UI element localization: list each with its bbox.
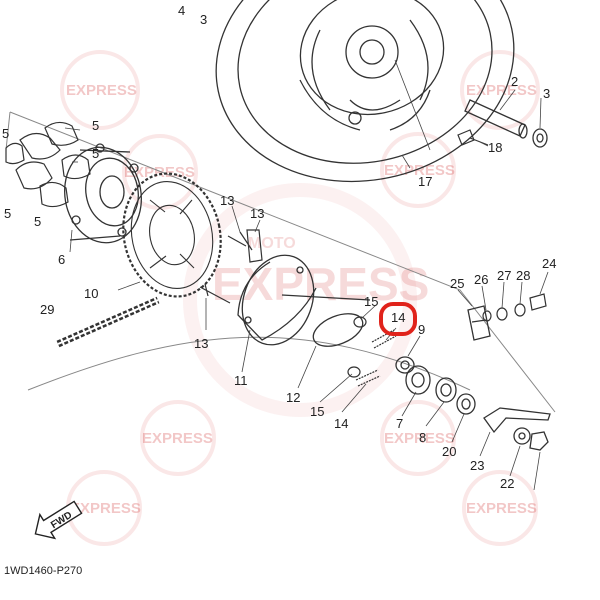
callout-13: 13: [250, 206, 264, 221]
leader-lines: [64, 59, 549, 491]
watermark-small-brand: EXPRESS: [70, 500, 141, 517]
callout-5: 5: [4, 206, 11, 221]
axle: [464, 99, 548, 148]
watermark-large: MOTO EXPRESS: [183, 183, 429, 417]
watermark-small-brand: EXPRESS: [142, 430, 213, 447]
callout-15: 15: [310, 404, 324, 419]
callout-5: 5: [2, 126, 9, 141]
chain-puller-24: [483, 407, 551, 434]
watermark-small-1: EXPRESS: [60, 50, 140, 130]
watermark-prefix: MOTO: [248, 235, 296, 252]
callout-20: 20: [442, 444, 456, 459]
callout-28: 24: [542, 256, 556, 271]
wheel-damper-set: [5, 121, 91, 208]
callout-5: 5: [34, 214, 41, 229]
callout-25: 25: [450, 276, 464, 291]
callout-17: 17: [418, 174, 432, 189]
watermark-small-8: EXPRESS: [462, 470, 538, 546]
callout-18: 18: [488, 140, 502, 155]
assembly-outline: [5, 111, 556, 413]
callout-4: 4: [178, 3, 185, 18]
callout-24: 23: [470, 458, 484, 473]
nut-washer-22-23: [513, 427, 549, 451]
o-ring-12: [312, 313, 364, 347]
watermark-small-4: EXPRESS: [460, 50, 540, 130]
callout-13: 13: [194, 336, 208, 351]
callout-14: 14: [334, 416, 348, 431]
callout-5: 5: [92, 146, 99, 161]
rear-wheel: [215, 0, 515, 183]
callout-14-highlighted: 14: [391, 310, 405, 325]
watermark-small-3: EXPRESS: [380, 132, 456, 208]
callout-27: 27: [497, 268, 511, 283]
callout-9: 9: [418, 322, 425, 337]
bolt-18: [457, 129, 489, 146]
mounting-bolts-13: [199, 229, 263, 304]
callout-23: 22: [500, 476, 514, 491]
sprocket-hub: [64, 143, 142, 244]
callout-2: 2: [511, 74, 518, 89]
highlight-ring: [379, 302, 417, 336]
callout-6: 6: [58, 252, 65, 267]
watermark-small-brand: EXPRESS: [384, 430, 455, 447]
callout-7: 7: [396, 416, 403, 431]
callout-26: 26: [474, 272, 488, 287]
callout-12: 12: [286, 390, 300, 405]
washers-15: [347, 316, 367, 378]
callout-3: 3: [200, 12, 207, 27]
callout-11: 11: [234, 373, 248, 388]
watermark-small-brand: EXPRESS: [66, 82, 137, 99]
bearings-and-collar: [395, 356, 476, 415]
callout-13: 13: [220, 193, 234, 208]
watermark-small-brand: EXPRESS: [466, 500, 537, 517]
callout-29: 29: [40, 302, 54, 317]
callout-27: 28: [516, 268, 530, 283]
callout-15: 15: [364, 294, 378, 309]
callout-5: 5: [92, 118, 99, 133]
bolts-14: [355, 329, 397, 387]
callout-10: 10: [84, 286, 98, 301]
callout-labels: 4 3 2 3 18 17 5 5 5 5 5 6 13 13 10 29 13…: [2, 3, 556, 491]
rear-sprocket: [122, 172, 222, 298]
caliper-bracket-25: [467, 305, 491, 341]
drive-chain: [56, 296, 160, 348]
callout-8: 8: [419, 430, 426, 445]
watermark-small-brand: EXPRESS: [124, 164, 195, 181]
callout-3b: 3: [543, 86, 550, 101]
watermark-small-brand: EXPRESS: [466, 82, 537, 99]
watermark-small-5: EXPRESS: [140, 400, 216, 476]
diagram-code: 1WD1460-P270: [4, 565, 82, 577]
bushings-26-27-28: [482, 293, 547, 322]
brake-disc-plate: [237, 254, 371, 346]
